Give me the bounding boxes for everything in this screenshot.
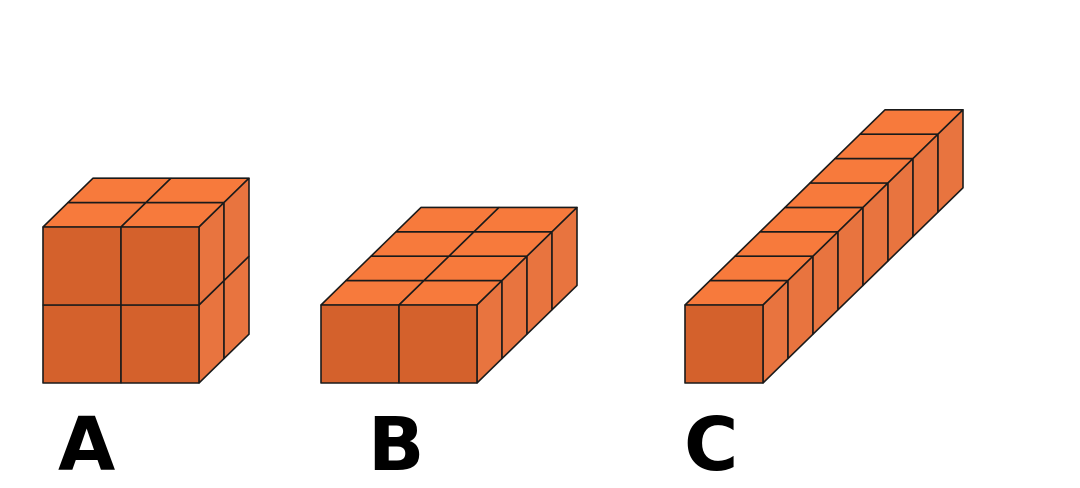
- figure-b: [320, 206, 578, 384]
- figure-b-label: B: [368, 402, 425, 488]
- figure-a: [42, 177, 250, 384]
- figure-a-label: A: [58, 402, 116, 488]
- figure-c-label: C: [684, 402, 739, 488]
- cube-side-face: [551, 206, 578, 311]
- cube-front-face: [120, 304, 200, 384]
- cube-front-face: [120, 226, 200, 306]
- cube-front-face: [320, 304, 400, 384]
- cube-front-face: [42, 304, 122, 384]
- cube-side-face: [937, 109, 964, 213]
- cube-front-face: [42, 226, 122, 306]
- cube-front-face: [398, 304, 478, 384]
- figure-c: [684, 109, 964, 384]
- cube-front-face: [684, 304, 764, 384]
- cube-side-face: [223, 177, 250, 282]
